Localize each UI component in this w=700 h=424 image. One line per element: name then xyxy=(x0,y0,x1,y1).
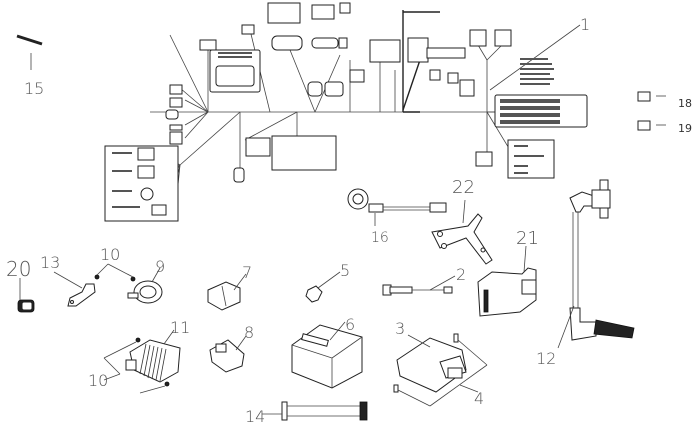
part-8-starter-relay[interactable]: 8 xyxy=(209,323,254,373)
callout-15: 15 xyxy=(24,79,44,98)
callout-14: 14 xyxy=(245,407,265,424)
callout-13: 13 xyxy=(40,253,60,272)
legend-square-19 xyxy=(637,120,651,131)
legend: 18 19 xyxy=(637,91,692,135)
callout-6: 6 xyxy=(345,315,355,334)
callout-20: 20 xyxy=(6,257,31,281)
legend-label-18: 18 xyxy=(678,97,692,110)
part-9-horn[interactable]: 9 xyxy=(127,257,165,304)
part-11-regulator[interactable]: 11 xyxy=(125,318,190,383)
part-12-coil-lead[interactable]: 12 xyxy=(536,179,635,368)
part-14-battery-strap[interactable]: 14 xyxy=(245,401,368,424)
part-6-battery[interactable]: 6 xyxy=(291,315,363,389)
part-20-pump-motor[interactable]: 20 xyxy=(6,257,35,313)
callout-2: 2 xyxy=(456,265,466,284)
callout-7: 7 xyxy=(242,263,252,282)
callout-21: 21 xyxy=(516,228,539,249)
part-4-ecu-bolts[interactable]: 4 xyxy=(393,333,488,408)
callout-9: 9 xyxy=(155,257,165,276)
callout-10-lower: 10 xyxy=(88,371,108,390)
callout-1: 1 xyxy=(580,15,590,34)
part-10-bolts-lower[interactable]: 10 xyxy=(88,337,170,394)
callout-8: 8 xyxy=(244,323,254,342)
callout-10-upper: 10 xyxy=(100,245,120,264)
part-2-sensor-lead[interactable]: 2 xyxy=(382,265,466,296)
part-3-ecu[interactable]: 3 xyxy=(395,319,467,393)
legend-square-18 xyxy=(637,91,651,102)
legend-label-19: 19 xyxy=(678,122,692,135)
part-7-relay[interactable]: 7 xyxy=(207,263,252,311)
part-10-bolts-upper[interactable]: 10 xyxy=(94,245,136,282)
part-16-speed-sensor[interactable]: 16 xyxy=(347,188,447,246)
callout-3: 3 xyxy=(395,319,405,338)
callout-5: 5 xyxy=(340,261,350,280)
part-5-clip[interactable]: 5 xyxy=(305,261,350,303)
part-13-bracket[interactable]: 13 xyxy=(40,253,96,307)
part-21-flasher[interactable]: 21 xyxy=(477,228,539,317)
callout-11: 11 xyxy=(170,318,190,337)
callout-16: 16 xyxy=(371,230,389,246)
wiring-harness xyxy=(104,2,588,222)
callout-12: 12 xyxy=(536,349,556,368)
callout-22: 22 xyxy=(452,177,475,198)
callout-4: 4 xyxy=(474,389,484,408)
part-15-cable-tie[interactable]: 15 xyxy=(16,34,44,98)
part-22-bracket[interactable]: 22 xyxy=(431,177,493,265)
